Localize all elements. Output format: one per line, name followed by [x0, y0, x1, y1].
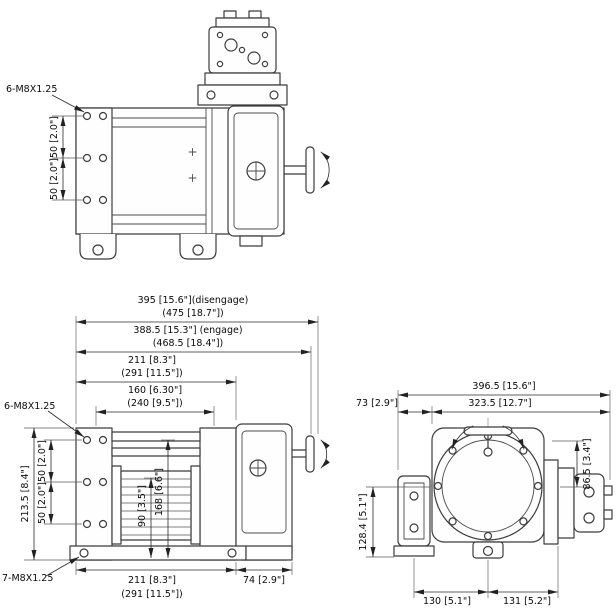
dim-label-overall-engage: 388.5 [15.3"] (engage)	[133, 325, 242, 336]
top-view-clutch-handle	[283, 146, 331, 194]
dim-label-front-bolt-pitch-lower: 50 [2.0"]	[37, 482, 48, 524]
dim-label-overall-disengage-long: (475 [18.7"])	[162, 308, 224, 319]
side-view-bottom-lug	[472, 541, 504, 559]
side-view-motor	[543, 459, 613, 545]
dim-label-top-bolt-pitch-lower: 50 [2.0"]	[49, 158, 60, 200]
side-view-clutch-handle	[451, 425, 525, 457]
dim-label-tiebar-height: 168 [6.6"]	[154, 468, 165, 516]
side-view: 396.5 [15.6"] 73 [2.9"] 323.5 [12.7"] 86…	[356, 381, 613, 607]
front-view-dimensions-bottom: 211 [8.3"] (291 [11.5"]) 74 [2.9"]	[75, 562, 293, 600]
front-view-housing	[69, 423, 293, 561]
dim-label-base-width: 211 [8.3"]	[128, 575, 176, 586]
top-view-housing	[75, 105, 285, 237]
front-view-dimensions-top: 395 [15.6"](disengage) (475 [18.7"]) 388…	[75, 295, 319, 434]
dim-label-overall-disengage: 395 [15.6"](disengage)	[138, 295, 249, 306]
top-view-motor	[197, 10, 288, 106]
dim-label-frame-width-long: (291 [11.5"])	[121, 368, 183, 379]
dim-label-center-height: 90 [3.5"]	[137, 485, 148, 527]
callout-label-front-plate-bolts: 6-M8X1.25	[4, 401, 55, 412]
top-view-dimensions: 50 [2.0"] 50 [2.0"] 6-M8X1.25	[6, 84, 85, 201]
dim-label-housing-width: 74 [2.9"]	[243, 575, 285, 586]
dim-label-overall-depth: 396.5 [15.6"]	[472, 381, 535, 392]
front-view-clutch-handle	[291, 435, 330, 473]
dim-label-overall-height: 213.5 [8.4"]	[20, 465, 31, 522]
dim-label-center-to-rear: 131 [5.2"]	[503, 596, 551, 607]
callout-label-top-bolts: 6-M8X1.25	[6, 84, 57, 95]
dim-label-center-to-front: 130 [5.1"]	[423, 596, 471, 607]
dim-label-overall-engage-long: (468.5 [18.4"])	[153, 338, 224, 349]
front-view-callouts: 6-M8X1.25 7-M8X1.25	[2, 401, 85, 584]
top-view: 50 [2.0"] 50 [2.0"] 6-M8X1.25	[6, 10, 331, 260]
dim-label-frame-width: 211 [8.3"]	[128, 355, 176, 366]
callout-label-front-base-bolts: 7-M8X1.25	[2, 573, 53, 584]
dim-label-drum-length-long: (240 [9.5"])	[127, 398, 182, 409]
dim-label-bracket-depth: 73 [2.9"]	[356, 398, 398, 409]
dim-label-base-width-long: (291 [11.5"])	[121, 589, 183, 600]
front-view: 395 [15.6"](disengage) (475 [18.7"]) 388…	[2, 295, 330, 600]
top-view-mounting-feet	[79, 233, 263, 260]
dim-label-body-depth: 323.5 [12.7"]	[468, 398, 531, 409]
dim-label-top-bolt-pitch-upper: 50 [2.0"]	[49, 116, 60, 158]
side-view-dimensions: 396.5 [15.6"] 73 [2.9"] 323.5 [12.7"] 86…	[356, 381, 611, 607]
dim-label-centerline-height: 128.4 [5.1"]	[358, 493, 369, 550]
dim-label-drum-length: 160 [6.30"]	[128, 385, 182, 396]
dim-label-motor-offset: 86.5 [3.4"]	[582, 438, 593, 489]
front-view-dimensions-left: 50 [2.0"] 50 [2.0"] 213.5 [8.4"]	[20, 427, 82, 561]
dim-label-front-bolt-pitch-upper: 50 [2.0"]	[37, 440, 48, 482]
front-view-dimensions-inner: 90 [3.5"] 168 [6.6"]	[137, 439, 175, 558]
side-view-bracket	[393, 475, 435, 557]
